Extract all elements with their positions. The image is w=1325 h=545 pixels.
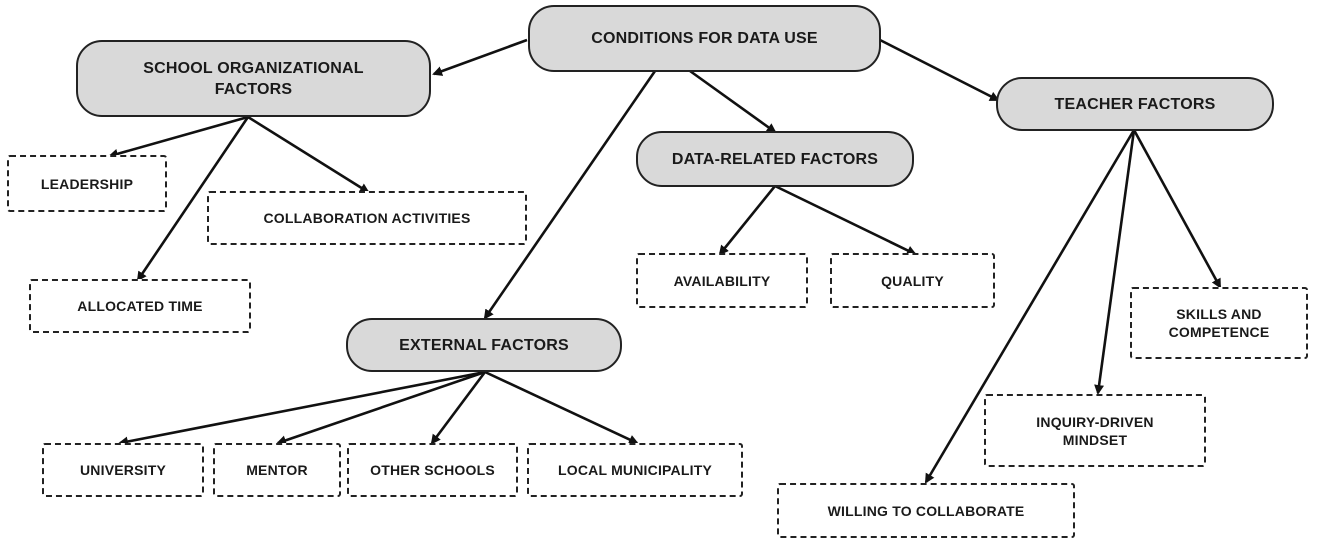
leaf-willing-to-collaborate: WILLING TO COLLABORATE [777, 483, 1075, 538]
arrow-root-to-teacher [879, 38, 1000, 102]
arrow-root-to-data-related [689, 69, 777, 134]
arrow-school-to-leadership [108, 115, 249, 159]
arrow-data-related-to-quality [774, 184, 917, 256]
category-data-related-label: DATA-RELATED FACTORS [671, 150, 879, 168]
category-external-label: EXTERNAL FACTORS [399, 336, 569, 354]
arrow-root-to-external [483, 70, 657, 320]
arrow-teacher-to-inquiry-driven [1094, 129, 1136, 395]
root-node-label: CONDITIONS FOR DATA USE [591, 30, 818, 47]
arrow-teacher-to-willing-to-collaborate [924, 129, 1136, 484]
leaf-university-label: UNIVERSITY [79, 462, 166, 478]
leaf-mentor: MENTOR [213, 443, 341, 497]
arrow-external-to-university [118, 370, 486, 447]
leaf-other-schools: OTHER SCHOOLS [347, 443, 518, 497]
category-school-organizational: SCHOOL ORGANIZATIONAL FACTORS [76, 40, 431, 117]
leaf-collaboration-activities: COLLABORATION ACTIVITIES [207, 191, 527, 245]
leaf-allocated-time-label: ALLOCATED TIME [77, 298, 203, 314]
leaf-collaboration-activities-label: COLLABORATION ACTIVITIES [263, 210, 471, 226]
leaf-local-municipality-label: LOCAL MUNICIPALITY [558, 462, 712, 478]
leaf-quality: QUALITY [830, 253, 995, 308]
leaf-inquiry-driven-mindset: INQUIRY-DRIVEN MINDSET [984, 394, 1206, 467]
leaf-allocated-time: ALLOCATED TIME [29, 279, 251, 333]
leaf-availability: AVAILABILITY [636, 253, 808, 308]
arrow-external-to-other-schools [430, 371, 487, 445]
leaf-mentor-label: MENTOR [246, 462, 308, 478]
arrow-data-related-to-availability [718, 185, 777, 256]
arrow-school-to-collaboration-activities [247, 115, 370, 194]
arrow-external-to-mentor [276, 370, 486, 446]
leaf-inquiry-driven-mindset-label: INQUIRY-DRIVEN MINDSET [1036, 413, 1154, 448]
arrow-external-to-local-municipality [484, 370, 639, 445]
category-external: EXTERNAL FACTORS [346, 318, 622, 372]
leaf-other-schools-label: OTHER SCHOOLS [370, 462, 495, 478]
leaf-university: UNIVERSITY [42, 443, 204, 497]
category-teacher-label: TEACHER FACTORS [1054, 95, 1216, 113]
arrow-school-to-allocated-time [136, 116, 250, 282]
leaf-skills-and-competence: SKILLS AND COMPETENCE [1130, 287, 1308, 359]
leaf-leadership-label: LEADERSHIP [40, 175, 134, 192]
leaf-skills-and-competence-label: SKILLS AND COMPETENCE [1168, 306, 1270, 340]
root-node: CONDITIONS FOR DATA USE [528, 5, 881, 72]
category-data-related: DATA-RELATED FACTORS [636, 131, 914, 187]
leaf-availability-label: AVAILABILITY [673, 272, 771, 289]
arrow-teacher-to-skills [1132, 129, 1222, 289]
category-school-organizational-label: SCHOOL ORGANIZATIONAL FACTORS [143, 59, 364, 98]
leaf-local-municipality: LOCAL MUNICIPALITY [527, 443, 743, 497]
arrow-root-to-school-organizational [432, 38, 528, 76]
category-teacher: TEACHER FACTORS [996, 77, 1274, 131]
leaf-quality-label: QUALITY [881, 272, 944, 289]
leaf-leadership: LEADERSHIP [7, 155, 167, 212]
leaf-willing-to-collaborate-label: WILLING TO COLLABORATE [827, 502, 1025, 519]
